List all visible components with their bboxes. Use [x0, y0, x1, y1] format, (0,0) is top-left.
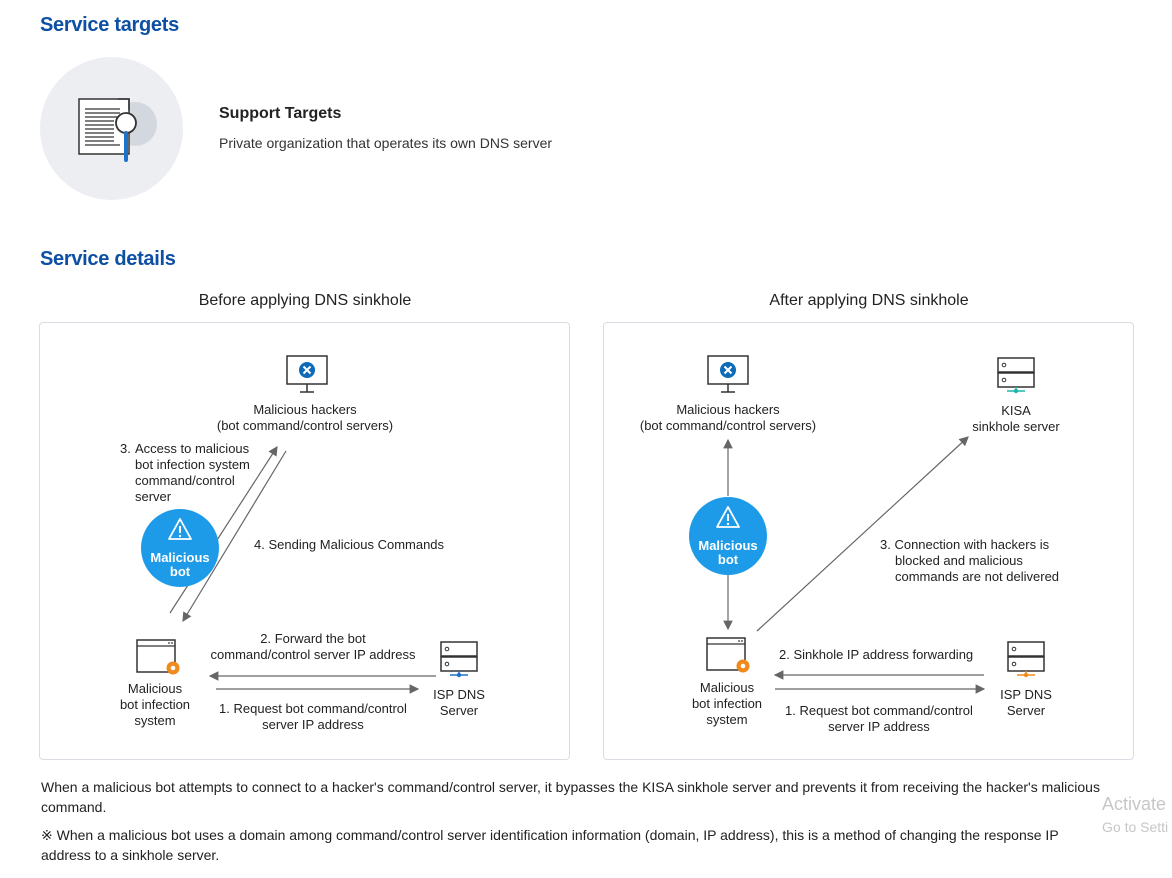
after-infected-line: system [706, 712, 748, 727]
after-bot-label-1: Malicious [698, 538, 758, 553]
before-isp-label-1: ISP DNS [433, 687, 485, 702]
after-bot-label-2: bot [717, 552, 739, 567]
before-step1-label-2: server IP address [262, 717, 364, 732]
server-icon [1007, 641, 1045, 678]
after-step2-label: 2. Sinkhole IP address forwarding [779, 647, 974, 662]
before-step3-line: server [135, 489, 172, 504]
after-kisa-label-2: sinkhole server [972, 419, 1060, 434]
before-diagram-panel: Malicious hackers (bot command/control s… [39, 322, 570, 760]
before-step3-line: Access to malicious [135, 441, 250, 456]
after-hackers-label-1: Malicious hackers [676, 402, 780, 417]
after-step3-line: 3. Connection with hackers is [880, 537, 1050, 552]
after-diagram-panel: Malicious hackers (bot command/control s… [603, 322, 1134, 760]
warning-icon [716, 506, 740, 528]
before-infected-line: Malicious [127, 681, 183, 696]
after-infected-line: Malicious [699, 680, 755, 695]
after-isp-label-2: Server [1006, 703, 1046, 718]
before-hackers-label-1: Malicious hackers [253, 402, 357, 417]
after-step1-label-1: 1. Request bot command/control [785, 703, 973, 718]
browser-bug-icon [706, 637, 750, 673]
before-step3-line: command/control [135, 473, 235, 488]
monitor-x-icon [707, 355, 749, 393]
activation-watermark-link[interactable]: Go to Setti [1102, 819, 1169, 835]
before-infected-line: bot infection [119, 697, 191, 712]
after-infected-line: bot infection [691, 696, 763, 711]
support-target-illustration [40, 57, 183, 200]
after-diagram-title: After applying DNS sinkhole [769, 292, 969, 309]
server-icon [440, 641, 478, 678]
warning-icon [168, 518, 192, 540]
after-step3-line: commands are not delivered [895, 569, 1060, 584]
after-step3-line: blocked and malicious [895, 553, 1023, 568]
before-bot-label-2: bot [169, 564, 191, 579]
browser-bug-icon [136, 639, 180, 675]
section-heading-service-targets: Service targets [40, 14, 179, 36]
support-targets-description: Private organization that operates its o… [219, 135, 553, 151]
before-diagram-title: Before applying DNS sinkhole [198, 292, 412, 309]
before-step3-number: 3. [120, 441, 131, 456]
monitor-x-icon [286, 355, 328, 393]
before-step1-label-1: 1. Request bot command/control [219, 701, 407, 716]
after-isp-label-1: ISP DNS [1000, 687, 1052, 702]
before-step2-label-1: 2. Forward the bot [260, 631, 366, 646]
after-step1-label-2: server IP address [828, 719, 930, 734]
section-heading-service-details: Service details [40, 248, 176, 270]
before-malicious-bot: Malicious bot [141, 509, 219, 587]
after-hackers-label-2: (bot command/control servers) [639, 418, 817, 433]
before-step4-label: 4. Sending Malicious Commands [254, 537, 445, 552]
server-icon [997, 357, 1035, 394]
before-infected-line: system [134, 713, 176, 728]
support-targets-title: Support Targets [219, 105, 342, 122]
before-diagram-lines [169, 445, 436, 694]
after-malicious-bot: Malicious bot [689, 497, 767, 575]
before-step3-line: bot infection system [135, 457, 250, 472]
activation-watermark-title: Activate [1102, 794, 1167, 814]
description-note: When a malicious bot attempts to connect… [41, 779, 1100, 815]
before-step2-label-2: command/control server IP address [210, 647, 416, 662]
footnote: ※ When a malicious bot uses a domain amo… [41, 827, 1059, 863]
before-hackers-label-2: (bot command/control servers) [216, 418, 394, 433]
before-isp-label-2: Server [439, 703, 479, 718]
after-diagram-lines [723, 436, 986, 694]
after-kisa-label-1: KISA [1001, 403, 1031, 418]
before-bot-label-1: Malicious [150, 550, 210, 565]
document-search-icon [78, 98, 157, 162]
